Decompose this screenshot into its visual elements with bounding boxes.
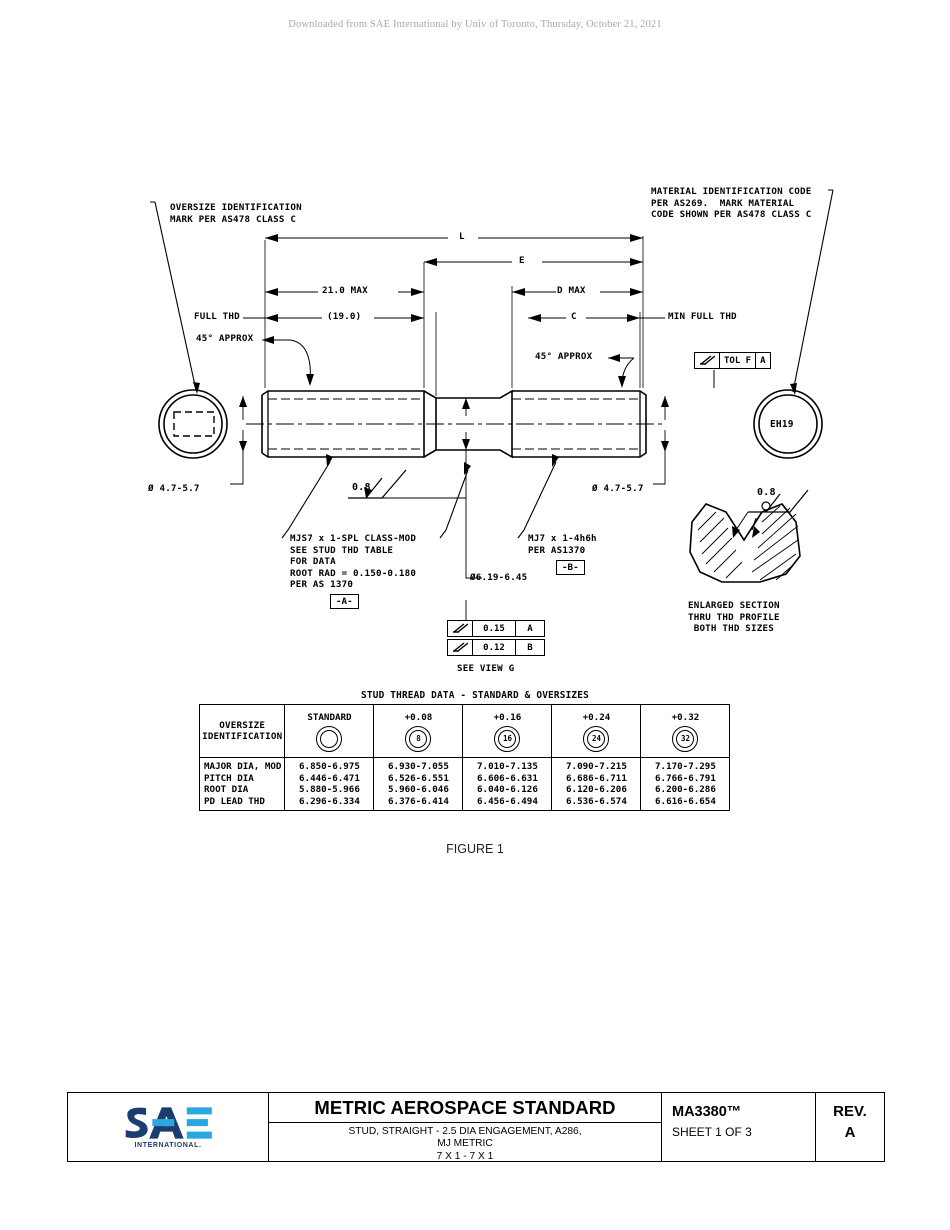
- dimension-E: E: [519, 255, 525, 266]
- revision-cell: REV. A: [816, 1093, 884, 1161]
- datum-b: -B-: [556, 560, 585, 575]
- fcf-tolerance: 0.15: [473, 621, 516, 636]
- column-plus032: +0.32 32: [640, 704, 731, 758]
- column-standard: STANDARD: [284, 704, 375, 758]
- dimension-C: C: [571, 311, 577, 322]
- data-cell-plus016: 7.010-7.135 6.606-6.631 6.040-6.126 6.45…: [462, 756, 553, 812]
- dimension-L: L: [459, 231, 465, 242]
- fcf-datum: A: [760, 355, 766, 366]
- oversize-mark-icon: [316, 725, 343, 752]
- runout-icon: [448, 621, 473, 636]
- fcf-datum: A: [527, 623, 533, 634]
- table-data-row: MAJOR DIA, MOD PITCH DIA ROOT DIA PD LEA…: [198, 756, 731, 812]
- data-cell-plus008: 6.930-7.055 6.526-6.551 5.960-6.046 6.37…: [373, 756, 464, 812]
- rev-label: REV.: [833, 1103, 867, 1120]
- fcf-tolerance: 0.12: [473, 640, 516, 655]
- logo-cell: INTERNATIONAL.: [68, 1093, 269, 1161]
- sae-logo: INTERNATIONAL.: [120, 1105, 216, 1149]
- title-block: INTERNATIONAL. METRIC AEROSPACE STANDARD…: [67, 1092, 885, 1162]
- runout-icon: [448, 640, 473, 655]
- table-header-row: OVERSIZE IDENTIFICATION STANDARD +0.08 8: [198, 704, 731, 758]
- thread-table-title: STUD THREAD DATA - STANDARD & OVERSIZES: [361, 690, 589, 701]
- fcf-tolerance: TOL F: [720, 353, 757, 368]
- feature-control-frame-015: 0.15 A: [447, 620, 545, 637]
- dimension-D-max: D MAX: [557, 285, 586, 296]
- callout-thread-right: MJ7 x 1-4h6h PER AS1370: [528, 533, 597, 556]
- data-cell-plus024: 7.090-7.215 6.686-6.711 6.120-6.206 6.53…: [551, 756, 642, 812]
- rev-value: A: [844, 1124, 856, 1141]
- callout-dia-center: Ø6.19-6.45: [470, 572, 528, 583]
- column-plus008: +0.08 8: [373, 704, 464, 758]
- material-code-mark: EH19: [770, 419, 794, 430]
- runout-icon: [695, 353, 720, 368]
- callout-full-thd: FULL THD: [194, 311, 240, 322]
- sheet-number: SHEET 1 OF 3: [672, 1125, 752, 1139]
- callout-dia-right: Ø 4.7-5.7: [592, 483, 644, 494]
- document-number-cell: MA3380™ SHEET 1 OF 3: [662, 1093, 816, 1161]
- standard-type: METRIC AEROSPACE STANDARD: [269, 1093, 661, 1123]
- sae-international-text: INTERNATIONAL.: [134, 1142, 202, 1149]
- callout-material-identification: MATERIAL IDENTIFICATION CODE PER AS269. …: [651, 186, 812, 220]
- see-view-g-label: SEE VIEW G: [457, 663, 515, 674]
- dimension-21-max: 21.0 MAX: [322, 285, 368, 296]
- surface-finish-section: 0.8: [757, 487, 776, 498]
- data-cell-standard: 6.850-6.975 6.446-6.471 5.880-5.966 6.29…: [284, 756, 375, 812]
- drawing-svg: [150, 189, 834, 620]
- row-label-pitch-dia: PITCH DIA: [204, 772, 254, 784]
- dimension-19-ref: (19.0): [327, 311, 362, 322]
- feature-control-frame-012: 0.12 B: [447, 639, 545, 656]
- title-text-cell: METRIC AEROSPACE STANDARD STUD, STRAIGHT…: [269, 1093, 662, 1162]
- oversize-mark-icon: 24: [583, 725, 610, 752]
- callout-dia-left: Ø 4.7-5.7: [148, 483, 200, 494]
- callout-min-full-thd: MIN FULL THD: [668, 311, 737, 322]
- sae-logo-icon: [125, 1107, 212, 1139]
- data-cell-plus032: 7.170-7.295 6.766-6.791 6.200-6.286 6.61…: [640, 756, 731, 812]
- callout-angle-left: 45° APPROX: [196, 333, 254, 344]
- callout-enlarged-section: ENLARGED SECTION THRU THD PROFILE BOTH T…: [688, 600, 780, 634]
- thread-data-table: OVERSIZE IDENTIFICATION STANDARD +0.08 8: [198, 704, 731, 812]
- column-plus024: +0.24 24: [551, 704, 642, 758]
- row-label-pd-lead-thd: PD LEAD THD: [204, 795, 265, 807]
- surface-finish-body: 0.8: [352, 482, 371, 493]
- row-label-major-dia: MAJOR DIA, MOD: [204, 761, 282, 772]
- oversize-mark-icon: 32: [672, 725, 699, 752]
- callout-oversize-identification: OVERSIZE IDENTIFICATION MARK PER AS478 C…: [170, 202, 302, 225]
- callout-thread-left: MJS7 x 1-SPL CLASS-MOD SEE STUD THD TABL…: [290, 533, 417, 590]
- document-description: STUD, STRAIGHT - 2.5 DIA ENGAGEMENT, A28…: [348, 1126, 582, 1162]
- callout-angle-right: 45° APPROX: [535, 351, 593, 362]
- download-notice: Downloaded from SAE International by Uni…: [288, 19, 662, 30]
- oversize-mark-icon: 8: [405, 725, 432, 752]
- fcf-datum: B: [527, 642, 533, 653]
- oversize-mark-icon: 16: [494, 725, 521, 752]
- oversize-identification-header: OVERSIZE IDENTIFICATION: [198, 704, 286, 758]
- figure-caption: FIGURE 1: [446, 842, 504, 856]
- datum-a: -A-: [330, 594, 359, 609]
- column-plus016: +0.16 16: [462, 704, 553, 758]
- row-label-cell: MAJOR DIA, MOD PITCH DIA ROOT DIA PD LEA…: [198, 756, 286, 812]
- feature-control-frame-tol-f: TOL F A: [694, 352, 771, 369]
- doc-number: MA3380™: [672, 1104, 742, 1120]
- row-label-root-dia: ROOT DIA: [204, 784, 249, 796]
- engineering-drawing: OVERSIZE IDENTIFICATION MARK PER AS478 C…: [148, 186, 834, 856]
